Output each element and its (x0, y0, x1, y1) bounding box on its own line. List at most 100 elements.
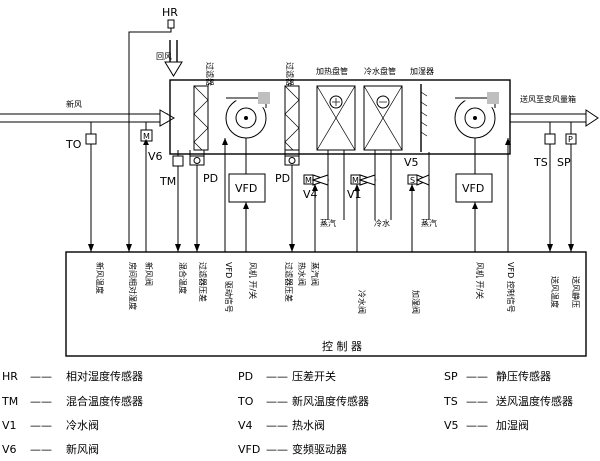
supply-air: 送风至变风量箱 (510, 94, 599, 127)
legend-dash: —— (266, 370, 288, 383)
controller: 控 制 器 新风温度 房间相对湿度 新风阀 混合温度 过滤器压差 VFD 驱动信… (65, 251, 587, 357)
chilled-water-label: 冷水 (374, 218, 390, 228)
vfd1: VFD (222, 138, 266, 252)
v6-label: V6 (148, 150, 163, 163)
v1-label: V1 (347, 188, 362, 201)
hr-signal-line (128, 28, 172, 252)
filter1 (193, 85, 209, 151)
vfd2-label: VFD (462, 182, 484, 195)
ts-label: TS (533, 156, 548, 169)
fan1-motor (258, 92, 270, 104)
signal-label: 过滤器压差 (284, 262, 294, 302)
v1-m-letter: M (352, 176, 359, 185)
vfd1-arrow-up (243, 202, 249, 209)
tm-arrow (175, 244, 181, 252)
pd1-label: PD (203, 172, 218, 185)
fan1-hub (244, 116, 248, 120)
legend-desc: 静压传感器 (496, 369, 551, 383)
legend-abbr: SP (444, 370, 458, 383)
legend-dash: —— (30, 370, 52, 383)
pd2-label: PD (275, 172, 290, 185)
humidifier-label: 加湿器 (410, 66, 434, 76)
filter1-zigzag (193, 85, 209, 151)
fan2-motor (487, 92, 499, 104)
v5-valve: V5 S 蒸汽 (404, 152, 437, 252)
legend-desc: 混合温度传感器 (66, 394, 143, 408)
signal-label: VFD 驱动信号 (224, 262, 234, 313)
cooling-coil-label: 冷水盘管 (364, 66, 396, 76)
steam1-label: 蒸汽 (320, 218, 336, 228)
fresh-air-label: 新风 (66, 99, 82, 109)
vfd1-label: VFD (235, 182, 257, 195)
return-air-arrow (164, 61, 183, 77)
v1-valve-body-b (358, 174, 376, 186)
return-air-label: 回风 (156, 52, 172, 61)
fan2-hub (473, 116, 477, 120)
ahu-outline (169, 79, 511, 155)
signal-label: 热水阀 (297, 262, 307, 286)
signal-label: 过滤器压差 (198, 262, 208, 302)
signal-label: 蒸汽阀 (310, 262, 320, 286)
v4-label: V4 (303, 188, 318, 201)
v5-label: V5 (404, 156, 419, 169)
filter2-label: 过滤器 (285, 62, 295, 86)
legend-dash: —— (30, 443, 52, 456)
legend-abbr: TM (1, 395, 18, 408)
legend-desc: 热水阀 (292, 418, 325, 432)
v5-arrow-up (409, 184, 415, 191)
fan2 (454, 92, 499, 139)
controller-box (65, 251, 587, 357)
legend-desc: 冷水阀 (66, 418, 99, 432)
legend-abbr: V5 (444, 419, 459, 432)
humidifier-nozzles (420, 91, 428, 137)
sp-p-letter: P (568, 135, 573, 144)
ts-sensor: TS (533, 122, 556, 252)
signal-label: 房间相对湿度 (128, 262, 138, 310)
fresh-air-arrow (159, 109, 176, 127)
legend: HR —— 相对湿度传感器 TM —— 混合温度传感器 V1 —— 冷水阀 V6… (1, 369, 573, 456)
v5-s-letter: S (410, 176, 415, 185)
filter2 (284, 85, 300, 151)
signal-label: 风机 开/关 (248, 262, 258, 299)
legend-dash: —— (466, 419, 488, 432)
ts-arrow (547, 244, 553, 252)
pd2-symbol (288, 157, 296, 164)
vfd2: VFD (455, 138, 511, 252)
legend-desc: 新风阀 (66, 442, 99, 456)
to-sensor: TO (65, 122, 97, 252)
legend-dash: —— (266, 395, 288, 408)
legend-dash: —— (30, 419, 52, 432)
legend-desc: 压差开关 (292, 369, 336, 383)
legend-desc: 送风温度传感器 (496, 394, 573, 408)
legend-abbr: V1 (2, 419, 17, 432)
signal-label: 混合温度 (178, 262, 188, 294)
fan1 (225, 92, 270, 139)
steam2-label: 蒸汽 (421, 218, 437, 228)
signal-label: 新风温度 (95, 262, 105, 294)
cooling-coil-x2 (363, 85, 403, 151)
v4-valve: M V4 蒸汽 (303, 150, 345, 252)
legend-abbr: V4 (238, 419, 253, 432)
v1-arrow-up (354, 184, 360, 191)
controller-title: 控 制 器 (322, 339, 362, 353)
legend-dash: —— (266, 419, 288, 432)
signal-label: 风机 开/关 (475, 262, 485, 299)
legend-dash: —— (466, 395, 488, 408)
legend-desc: 加湿阀 (496, 418, 529, 432)
signal-label: 送风静压 (571, 276, 581, 308)
ts-sensor-box (544, 133, 556, 145)
sp-sensor: P SP (557, 122, 577, 252)
vfd2-drive-arrow (505, 138, 511, 145)
v6-m-letter: M (143, 132, 150, 141)
to-sensor-box (85, 133, 97, 145)
pd1-switch: PD (189, 150, 218, 252)
pd2-arrow (289, 244, 295, 252)
legend-abbr: V6 (2, 443, 17, 456)
hr-arrow (126, 244, 132, 252)
vfd2-box (455, 173, 493, 203)
sp-arrow (568, 244, 574, 252)
filter2-zigzag (284, 85, 300, 151)
legend-dash: —— (266, 443, 288, 456)
signal-label: 加湿阀 (411, 290, 421, 314)
